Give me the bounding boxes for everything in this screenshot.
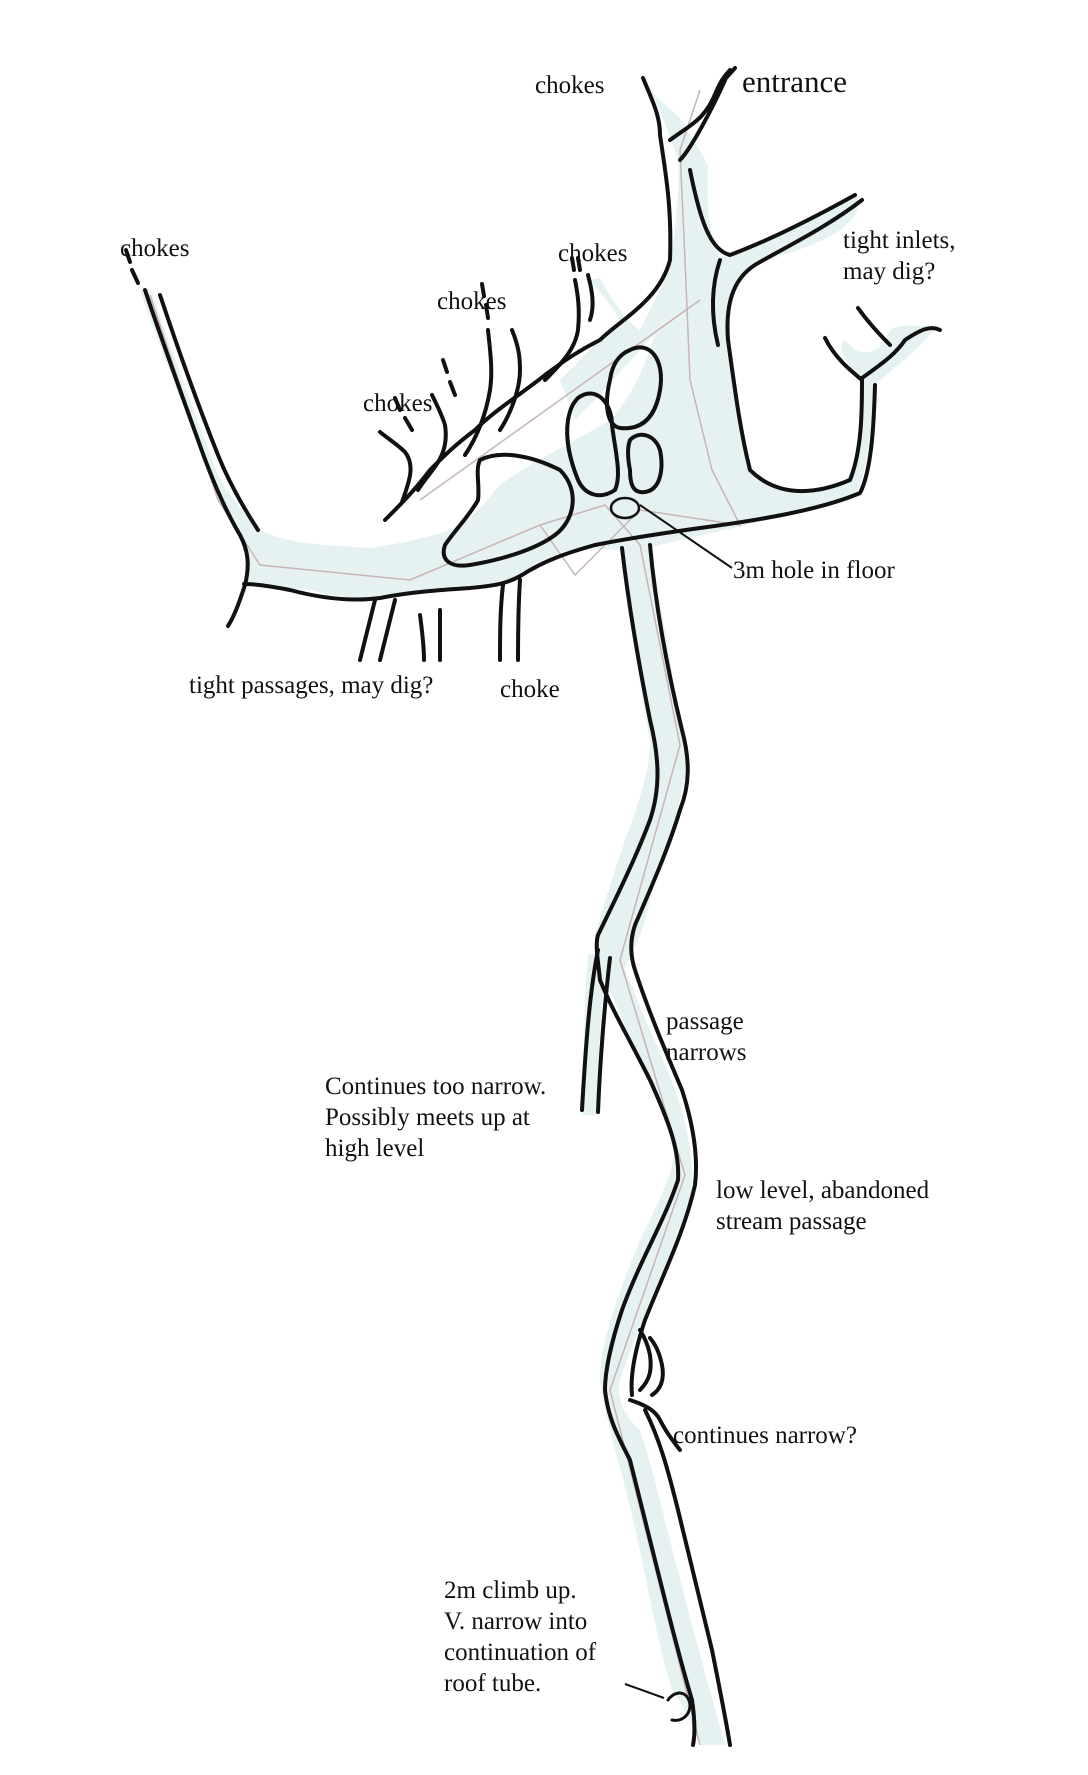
chokes-label-lower: chokes <box>363 390 433 417</box>
chokes-label-mid-right: chokes <box>558 240 628 267</box>
continues-too-narrow-line-2: Possibly meets up at <box>325 1104 530 1131</box>
continues-too-narrow-label: Continues too narrow. Possibly meets up … <box>325 1071 546 1164</box>
climb-up-line-3: continuation of <box>444 1639 597 1666</box>
low-level-label: low level, abandoned stream passage <box>716 1175 929 1237</box>
passage-narrows-line-2: narrows <box>666 1039 747 1066</box>
chokes-label-left: chokes <box>120 235 190 262</box>
climb-up-line-1: 2m climb up. <box>444 1577 577 1604</box>
cave-walls <box>124 66 942 1747</box>
climb-up-line-4: roof tube. <box>444 1670 542 1697</box>
passage-upper-chamber <box>140 78 938 599</box>
passage-narrows-line-1: passage <box>666 1008 744 1035</box>
tight-passages-label: tight passages, may dig? <box>189 672 434 699</box>
passage-fills <box>140 78 938 1745</box>
entrance-label: entrance <box>742 64 847 99</box>
passage-branch-chokes <box>560 270 690 420</box>
low-level-line-2: stream passage <box>716 1208 867 1235</box>
climb-up-label: 2m climb up. V. narrow into continuation… <box>444 1575 596 1699</box>
passage-stream <box>595 545 725 1745</box>
passage-side-branch <box>582 950 608 1115</box>
chokes-label-top: chokes <box>535 72 605 99</box>
continues-too-narrow-line-3: high level <box>325 1135 425 1162</box>
continues-too-narrow-line-1: Continues too narrow. <box>325 1073 547 1100</box>
climb-up-line-2: V. narrow into <box>444 1608 588 1635</box>
leader-lines <box>624 504 733 1699</box>
low-level-line-1: low level, abandoned <box>716 1177 930 1204</box>
hole-in-floor-label: 3m hole in floor <box>733 557 895 584</box>
chokes-label-mid: chokes <box>437 288 507 315</box>
choke-label: choke <box>500 676 560 703</box>
passage-narrows-label: passage narrows <box>666 1006 747 1068</box>
tight-inlets-label: tight inlets, may dig? <box>843 225 956 287</box>
continues-narrow-label: continues narrow? <box>673 1422 857 1449</box>
tight-inlets-line-2: may dig? <box>843 258 936 285</box>
tight-inlets-line-1: tight inlets, <box>843 227 956 254</box>
